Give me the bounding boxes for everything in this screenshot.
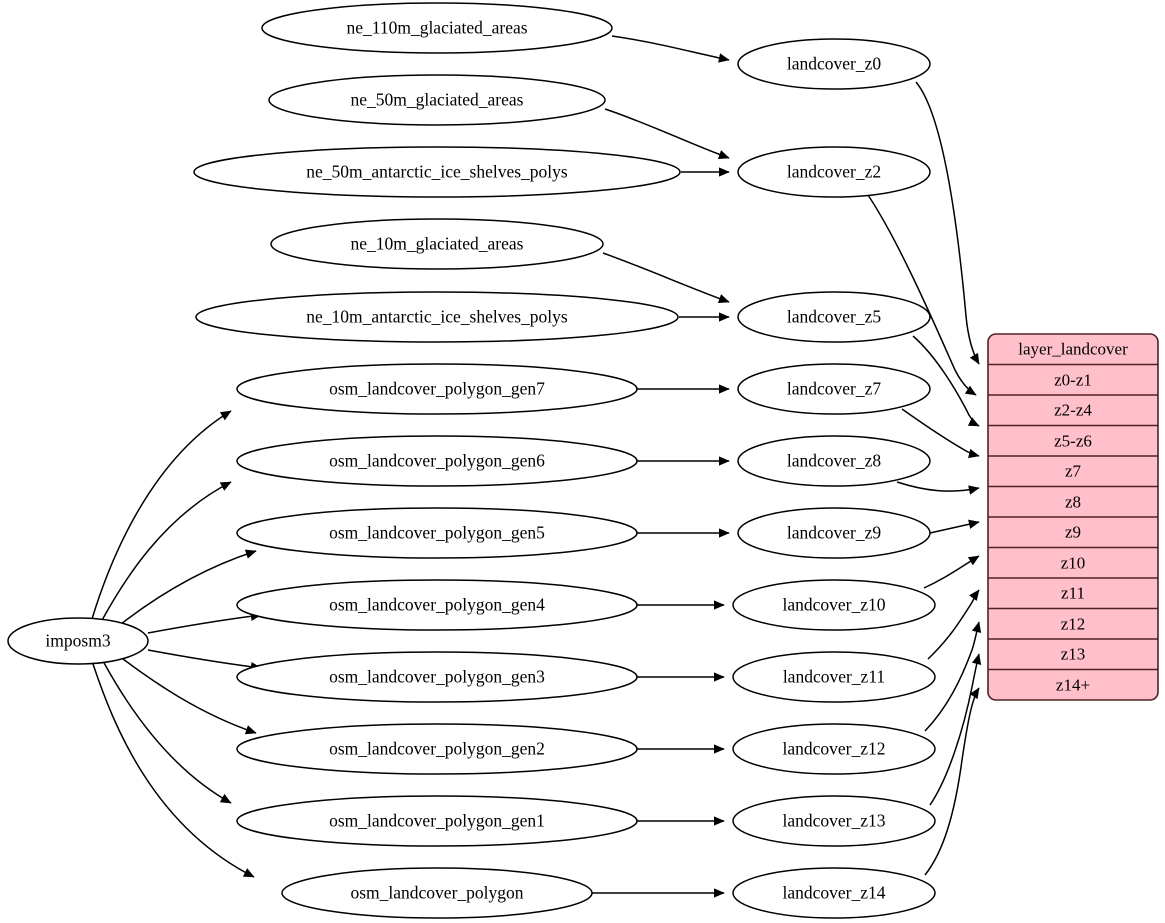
node-ne-10m-glaciated-areas[interactable] [271,219,603,269]
layer-row-z12[interactable] [988,609,1158,640]
node-gen7-shape [236,363,638,415]
node-landcover-z14[interactable] [733,868,935,918]
node-landcover-z11-shape [732,651,936,703]
node-ne50a-shape [193,146,681,198]
node-ne10g-shape [270,218,604,270]
node-landcover-z10[interactable] [733,580,935,630]
node-osm-landcover-polygon-gen4[interactable] [237,580,637,630]
node-landcover-z12[interactable] [733,724,935,774]
node-landcover-z7-shape [737,363,931,415]
layer-row-z9[interactable] [988,517,1158,548]
node-landcover-z14-shape [732,867,936,919]
node-osm-landcover-polygon-gen5[interactable] [237,508,637,558]
node-landcover-z10-shape [732,579,936,631]
node-landcover-z12-shape [732,723,936,775]
node-ne10a-shape [195,291,679,343]
node-osm-landcover-polygon-gen6[interactable] [237,436,637,486]
layer-row-z0-z1[interactable] [988,365,1158,396]
node-gen1-shape [236,795,638,847]
node-landcover-z9-shape [737,507,931,559]
node-ne-50m-glaciated-areas[interactable] [269,75,605,125]
node-ne-110m-glaciated-areas[interactable] [262,3,612,53]
node-poly-shape [281,867,593,919]
layer-row-z14-plus[interactable] [988,670,1158,701]
node-landcover-z8-shape [737,435,931,487]
node-osm-landcover-polygon-gen2[interactable] [237,724,637,774]
node-gen6-shape [236,435,638,487]
node-ne-10m-antarctic-ice-shelves-polys[interactable] [196,292,678,342]
node-landcover-z13-shape [732,795,936,847]
layer-landcover-header[interactable] [988,334,1158,365]
layer-row-z13[interactable] [988,639,1158,670]
layer-landcover-table-shape [987,333,1159,701]
node-gen2-shape [236,723,638,775]
node-osm-landcover-polygon-gen7[interactable] [237,364,637,414]
node-landcover-z0[interactable] [738,39,930,89]
node-osm-landcover-polygon-gen3[interactable] [237,652,637,702]
node-landcover-z8[interactable] [738,436,930,486]
node-gen4-shape [236,579,638,631]
node-landcover-z2-shape [737,146,931,198]
node-landcover-z7[interactable] [738,364,930,414]
layer-row-z5-z6[interactable] [988,426,1158,457]
node-landcover-z9[interactable] [738,508,930,558]
layer-row-z8[interactable] [988,487,1158,518]
node-landcover-z11[interactable] [733,652,935,702]
node-ne-50m-antarctic-ice-shelves-polys[interactable] [194,147,680,197]
node-landcover-z5[interactable] [738,292,930,342]
layer-row-z10[interactable] [988,548,1158,579]
node-osm-landcover-polygon-gen1[interactable] [237,796,637,846]
node-landcover-z5-shape [737,291,931,343]
node-landcover-z2[interactable] [738,147,930,197]
layer-row-z11[interactable] [988,578,1158,609]
node-imposm3[interactable] [8,618,148,664]
layer-row-z2-z4[interactable] [988,395,1158,426]
node-ne110-shape [261,2,613,54]
node-imposm3-shape [7,617,149,665]
node-gen5-shape [236,507,638,559]
node-landcover-z13[interactable] [733,796,935,846]
node-gen3-shape [236,651,638,703]
node-ne50g-shape [268,74,606,126]
node-landcover-z0-shape [737,38,931,90]
layer-row-z7[interactable] [988,456,1158,487]
node-osm-landcover-polygon[interactable] [282,868,592,918]
